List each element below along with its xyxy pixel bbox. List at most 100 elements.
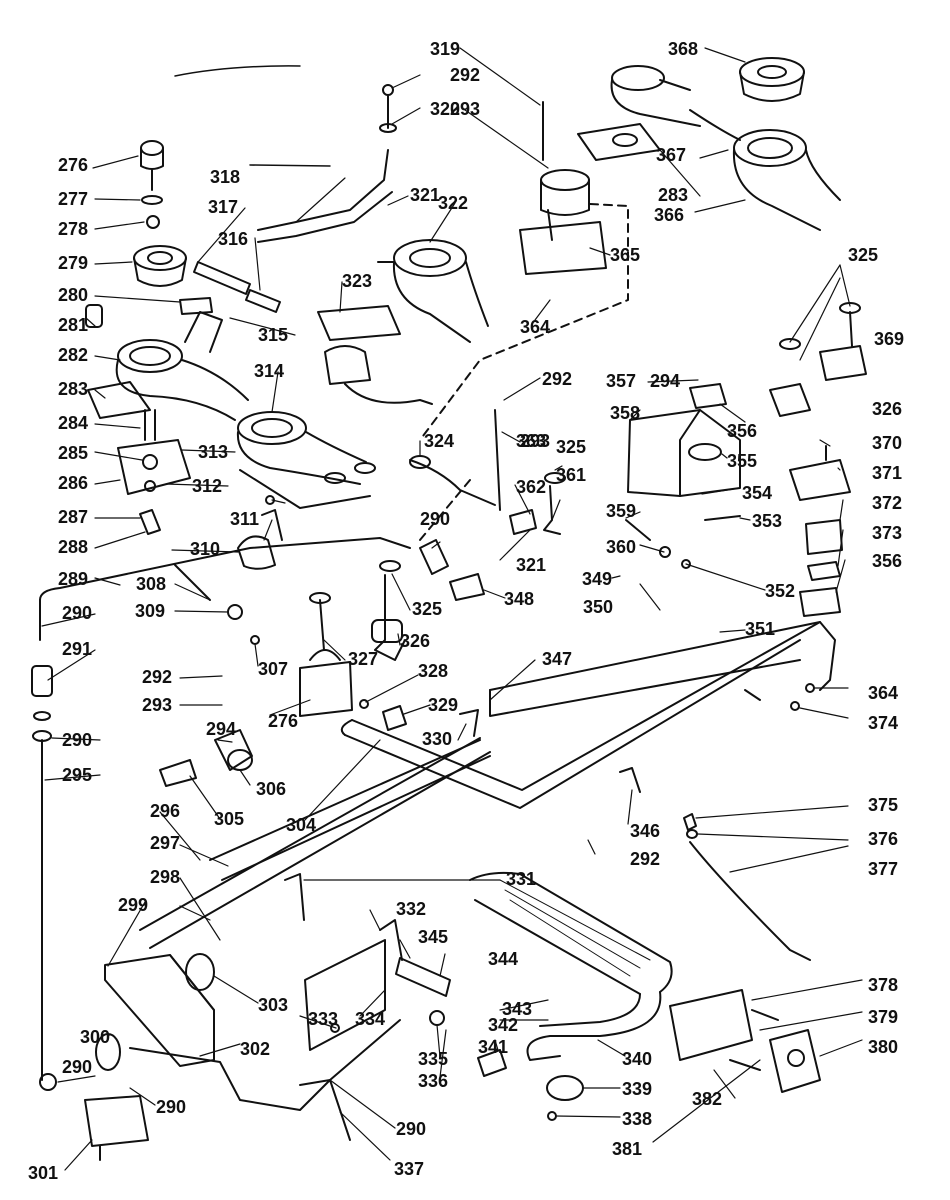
part-label-318: 318 xyxy=(210,167,241,187)
part-label-323: 323 xyxy=(342,271,373,291)
part-label-361: 361 xyxy=(556,465,587,485)
part-label-293: 293 xyxy=(142,695,173,715)
part-label-357: 357 xyxy=(606,371,637,391)
part-label-348: 348 xyxy=(504,589,535,609)
part-label-336: 336 xyxy=(418,1071,449,1091)
part-label-364: 364 xyxy=(520,317,551,337)
part-label-375: 375 xyxy=(868,795,899,815)
part-label-299: 299 xyxy=(118,895,149,915)
part-label-346: 346 xyxy=(630,821,661,841)
part-label-284: 284 xyxy=(58,413,89,433)
part-label-363: 363 xyxy=(516,431,547,451)
part-label-290: 290 xyxy=(62,603,93,623)
part-label-333: 333 xyxy=(308,1009,339,1029)
part-label-322: 322 xyxy=(438,193,469,213)
part-label-367: 367 xyxy=(656,145,687,165)
part-label-279: 279 xyxy=(58,253,89,273)
part-label-300: 300 xyxy=(80,1027,111,1047)
part-label-306: 306 xyxy=(256,779,287,799)
part-label-339: 339 xyxy=(622,1079,653,1099)
part-label-313: 313 xyxy=(198,442,229,462)
part-label-304: 304 xyxy=(286,815,317,835)
part-label-286: 286 xyxy=(58,473,89,493)
part-label-296: 296 xyxy=(150,801,181,821)
part-label-337: 337 xyxy=(394,1159,425,1179)
part-label-356: 356 xyxy=(872,551,903,571)
part-label-276: 276 xyxy=(58,155,89,175)
part-label-278: 278 xyxy=(58,219,89,239)
part-label-305: 305 xyxy=(214,809,245,829)
part-label-380: 380 xyxy=(868,1037,899,1057)
part-label-303: 303 xyxy=(258,995,289,1015)
part-label-382: 382 xyxy=(692,1089,723,1109)
part-label-365: 365 xyxy=(610,245,641,265)
part-label-334: 334 xyxy=(355,1009,386,1029)
part-label-376: 376 xyxy=(868,829,899,849)
part-label-321: 321 xyxy=(516,555,547,575)
part-label-353: 353 xyxy=(752,511,783,531)
part-label-338: 338 xyxy=(622,1109,653,1129)
part-label-326: 326 xyxy=(400,631,431,651)
part-label-359: 359 xyxy=(606,501,637,521)
part-label-310: 310 xyxy=(190,539,221,559)
part-label-292: 292 xyxy=(542,369,573,389)
part-label-379: 379 xyxy=(868,1007,899,1027)
part-label-292: 292 xyxy=(630,849,661,869)
part-label-319: 319 xyxy=(430,39,461,59)
part-label-294: 294 xyxy=(650,371,681,391)
part-label-378: 378 xyxy=(868,975,899,995)
part-label-370: 370 xyxy=(872,433,903,453)
part-label-288: 288 xyxy=(58,537,89,557)
part-label-290: 290 xyxy=(156,1097,187,1117)
part-label-312: 312 xyxy=(192,476,223,496)
part-label-277: 277 xyxy=(58,189,89,209)
part-label-293: 293 xyxy=(450,99,481,119)
part-label-358: 358 xyxy=(610,403,641,423)
part-label-287: 287 xyxy=(58,507,89,527)
part-label-377: 377 xyxy=(868,859,899,879)
part-label-325: 325 xyxy=(412,599,443,619)
part-label-345: 345 xyxy=(418,927,449,947)
part-label-285: 285 xyxy=(58,443,89,463)
part-label-355: 355 xyxy=(727,451,758,471)
part-label-330: 330 xyxy=(422,729,453,749)
part-label-352: 352 xyxy=(765,581,796,601)
part-label-325: 325 xyxy=(848,245,879,265)
part-label-302: 302 xyxy=(240,1039,271,1059)
part-label-294: 294 xyxy=(206,719,237,739)
part-label-371: 371 xyxy=(872,463,903,483)
part-label-360: 360 xyxy=(606,537,637,557)
part-label-280: 280 xyxy=(58,285,89,305)
part-label-354: 354 xyxy=(742,483,773,503)
part-label-282: 282 xyxy=(58,345,89,365)
part-label-325: 325 xyxy=(556,437,587,457)
part-label-301: 301 xyxy=(28,1163,59,1183)
part-label-369: 369 xyxy=(874,329,905,349)
part-label-317: 317 xyxy=(208,197,239,217)
part-label-374: 374 xyxy=(868,713,899,733)
part-label-281: 281 xyxy=(58,315,89,335)
part-label-356: 356 xyxy=(727,421,758,441)
part-label-364: 364 xyxy=(868,683,899,703)
part-label-297: 297 xyxy=(150,833,181,853)
part-label-316: 316 xyxy=(218,229,249,249)
part-label-381: 381 xyxy=(612,1139,643,1159)
part-label-314: 314 xyxy=(254,361,285,381)
part-label-308: 308 xyxy=(136,574,167,594)
part-label-368: 368 xyxy=(668,39,699,59)
part-label-290: 290 xyxy=(396,1119,427,1139)
part-label-283: 283 xyxy=(658,185,689,205)
part-label-328: 328 xyxy=(418,661,449,681)
part-label-366: 366 xyxy=(654,205,685,225)
part-label-347: 347 xyxy=(542,649,573,669)
part-label-373: 373 xyxy=(872,523,903,543)
part-label-290: 290 xyxy=(62,730,93,750)
part-label-291: 291 xyxy=(62,639,93,659)
part-label-293: 293 xyxy=(520,431,551,451)
part-label-290: 290 xyxy=(420,509,451,529)
part-label-351: 351 xyxy=(745,619,776,639)
part-label-350: 350 xyxy=(583,597,614,617)
part-label-292: 292 xyxy=(142,667,173,687)
